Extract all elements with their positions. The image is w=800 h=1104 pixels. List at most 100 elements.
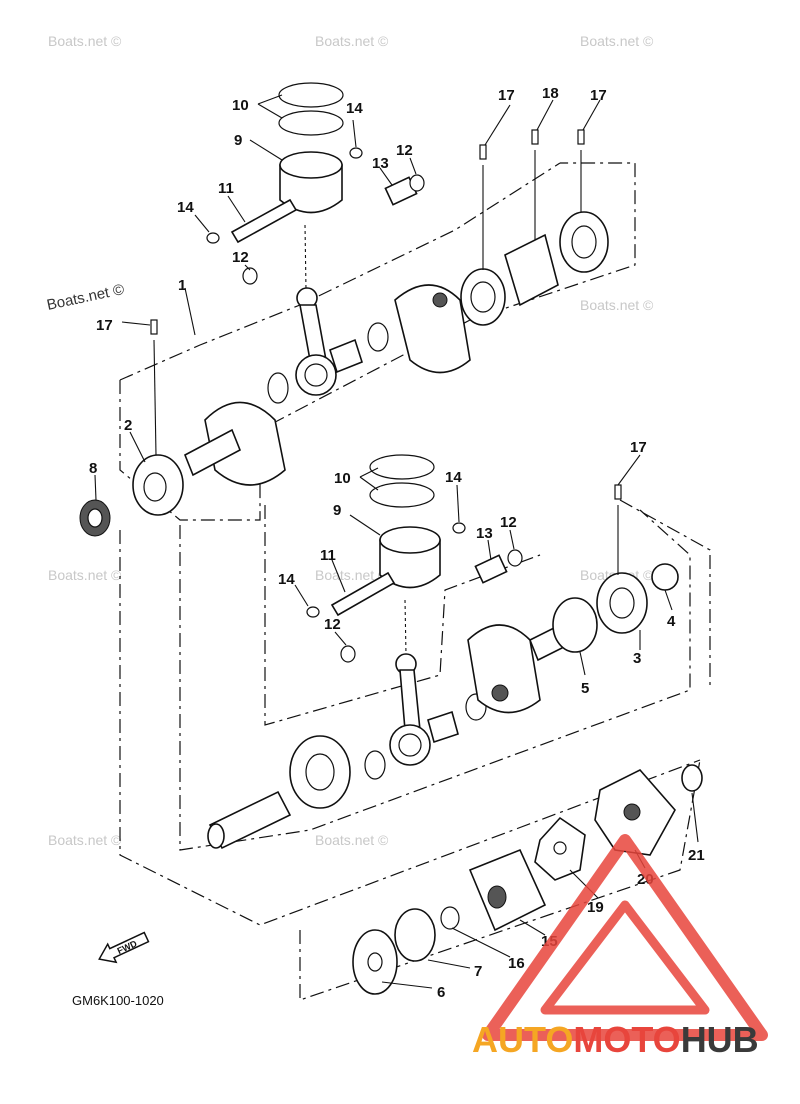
callout-5: 5 xyxy=(581,680,589,697)
connecting-rod xyxy=(299,304,327,361)
o-ring-16 xyxy=(440,906,460,930)
callout-10: 10 xyxy=(232,97,249,114)
crankshaft-end xyxy=(183,428,242,477)
callout-18: 18 xyxy=(542,85,559,102)
lower-drive-assembly xyxy=(352,764,703,995)
dowel-pin xyxy=(479,144,487,160)
brand-part-auto: AUTO xyxy=(472,1019,573,1060)
callout-9: 9 xyxy=(333,502,341,519)
watermark: Boats.net © xyxy=(48,832,122,848)
lower-crankshaft-assembly xyxy=(207,454,679,850)
coupling-20-hole xyxy=(623,803,641,821)
piston-pin-clip xyxy=(206,232,220,244)
main-bearing-bore xyxy=(470,281,496,313)
dowel-pin xyxy=(614,484,622,500)
crank-web-bore xyxy=(305,753,335,791)
crank-pin xyxy=(329,338,363,374)
brand-logo-icon xyxy=(482,834,768,1041)
washer xyxy=(367,322,389,352)
callout-17: 17 xyxy=(498,87,515,104)
diagram-code: GM6K100-1020 xyxy=(72,993,164,1008)
washer-21 xyxy=(681,764,703,792)
washer xyxy=(242,267,258,285)
connecting-rod xyxy=(399,669,421,731)
crank-web-hole xyxy=(491,684,509,702)
bushing-4 xyxy=(651,563,679,591)
dowel-pin xyxy=(531,129,539,145)
callout-9: 9 xyxy=(234,132,242,149)
callout-14: 14 xyxy=(445,469,462,486)
piston-pin xyxy=(330,571,396,617)
washer-6-bore xyxy=(367,952,383,972)
callout-8: 8 xyxy=(89,460,97,477)
callout-19: 19 xyxy=(587,899,604,916)
watermarks: Boats.net © Boats.net © Boats.net © Boat… xyxy=(45,33,654,848)
callout-11: 11 xyxy=(218,180,234,197)
callout-14: 14 xyxy=(177,199,194,216)
piston-ring xyxy=(278,110,344,136)
callout-3: 3 xyxy=(633,650,641,667)
callout-16: 16 xyxy=(508,955,525,972)
coupling-15-hub xyxy=(487,885,507,909)
crank-web-hole xyxy=(432,292,448,308)
watermark: Boats.net © xyxy=(580,297,654,313)
watermark: Boats.net © xyxy=(48,567,122,583)
piston-crown xyxy=(279,151,343,179)
needle-bearing xyxy=(474,554,508,584)
conrod-big-end-bore xyxy=(304,363,328,387)
callout-12: 12 xyxy=(324,616,341,633)
callout-14: 14 xyxy=(346,100,363,117)
callout-21: 21 xyxy=(688,847,705,864)
watermark: Boats.net © xyxy=(315,832,389,848)
crank-pin xyxy=(427,710,459,744)
callout-7: 7 xyxy=(474,963,482,980)
callout-6: 6 xyxy=(437,984,445,1001)
watermark-rotated: Boats.net © xyxy=(45,281,125,314)
brand-part-hub: HUB xyxy=(681,1019,759,1060)
main-bearing-bore xyxy=(571,225,597,259)
washer-7 xyxy=(394,908,436,962)
dowel-pin xyxy=(150,319,158,335)
piston-pin-clip xyxy=(306,606,320,618)
washer xyxy=(340,645,356,663)
callout-17: 17 xyxy=(96,317,113,334)
washer xyxy=(267,372,289,404)
callout-13: 13 xyxy=(476,525,493,542)
coupling-18 xyxy=(504,233,559,307)
conrod-big-end-bore xyxy=(398,733,422,757)
piston-pin-clip xyxy=(349,147,363,159)
washer xyxy=(409,174,425,192)
shaft-end xyxy=(207,823,225,849)
main-bearing-bore xyxy=(609,587,635,619)
main-bearing-bore xyxy=(143,472,167,502)
watermark: Boats.net © xyxy=(315,567,389,583)
callout-13: 13 xyxy=(372,155,389,172)
piston-crown xyxy=(379,526,441,554)
damper-19-hole xyxy=(553,841,567,855)
callout-4: 4 xyxy=(667,613,676,630)
brand-wordmark: AUTOMOTOHUB xyxy=(472,1019,759,1060)
crank-web xyxy=(394,284,471,374)
callout-12: 12 xyxy=(500,514,517,531)
piston-ring xyxy=(369,454,435,480)
crank-web xyxy=(204,401,286,486)
piston-pin xyxy=(230,198,298,244)
washer xyxy=(364,750,386,780)
piston-pin-clip xyxy=(452,522,466,534)
washer xyxy=(507,549,523,567)
callout-1: 1 xyxy=(178,277,186,294)
fwd-arrow-icon: FWD xyxy=(98,931,150,964)
callout-11: 11 xyxy=(320,547,336,564)
upper-crankshaft-assembly xyxy=(79,82,609,537)
callout-10: 10 xyxy=(334,470,351,487)
callout-14: 14 xyxy=(278,571,295,588)
piston-ring xyxy=(369,482,435,508)
callout-17: 17 xyxy=(590,87,607,104)
brand-part-moto: MOTO xyxy=(573,1019,680,1060)
svg-text:AUTOMOTOHUB: AUTOMOTOHUB xyxy=(472,1019,759,1060)
watermark: Boats.net © xyxy=(580,33,654,49)
callout-12: 12 xyxy=(232,249,249,266)
callout-17: 17 xyxy=(630,439,647,456)
callout-2: 2 xyxy=(124,417,132,434)
